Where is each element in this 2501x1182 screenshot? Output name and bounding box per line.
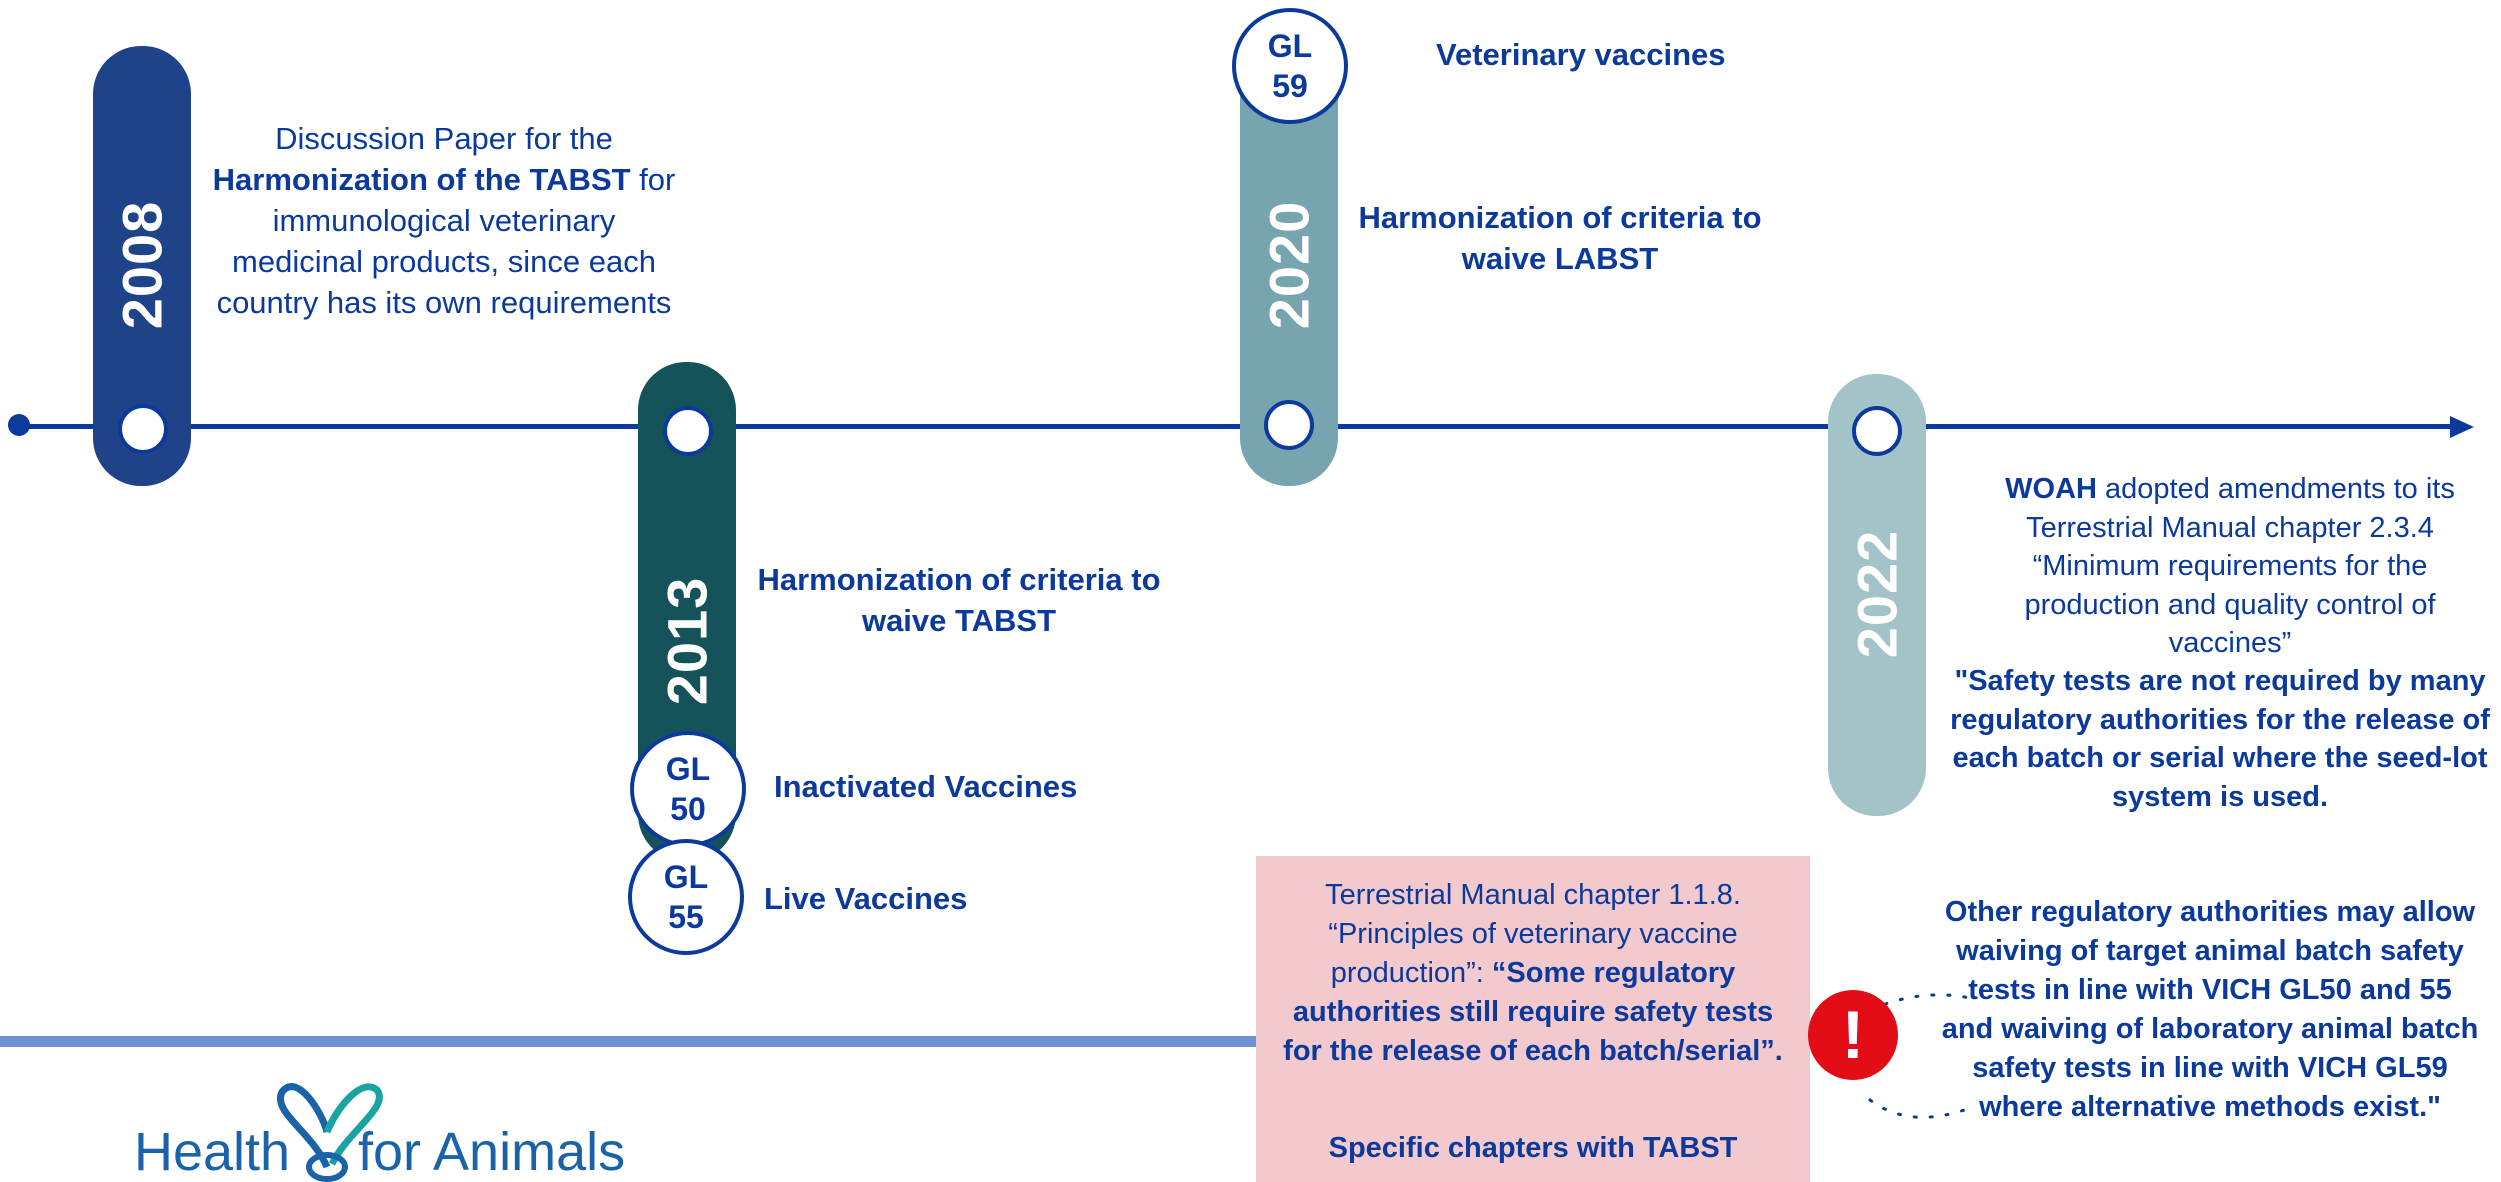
exclamation-icon: ! xyxy=(1808,990,1898,1080)
timeline-start-dot xyxy=(8,414,30,436)
manual-line-3: production”: “Some regulatory xyxy=(1266,954,1800,993)
event-2008-text-bold: Harmonization of the TABST xyxy=(212,162,631,197)
event-2022-woah: WOAH xyxy=(2005,473,2097,505)
gl-59-number: 59 xyxy=(1272,68,1308,104)
gl-50-prefix: GL xyxy=(665,751,711,787)
event-2022-text: WOAH adopted amendments to its Terrestri… xyxy=(1980,470,2480,663)
manual-line-3-bold: “Some regulatory xyxy=(1491,957,1736,989)
gl-59-label: Veterinary vaccines xyxy=(1436,37,1726,72)
terrestrial-manual-box xyxy=(1256,856,1810,1182)
alert-connector xyxy=(1868,993,1972,1119)
event-2008-text: Discussion Paper for the Harmonization o… xyxy=(210,118,678,323)
gl-50-number: 50 xyxy=(670,791,706,827)
gl-55-badge: GL 55 xyxy=(628,839,744,955)
year-label-2022: 2022 xyxy=(1845,529,1909,659)
logo-text-for-animals: for Animals xyxy=(358,1122,626,1182)
manual-box-text: Terrestrial Manual chapter 1.1.8. “Princ… xyxy=(1266,876,1800,1071)
manual-box-footer: Specific chapters with TABST xyxy=(1328,1132,1738,1164)
timeline-line xyxy=(18,424,2458,429)
timeline-arrow-icon xyxy=(2450,416,2474,438)
alert-text: Other regulatory authorities may allow w… xyxy=(1941,896,2479,1123)
gl-50-badge: GL 50 xyxy=(630,731,746,847)
butterfly-logo-icon xyxy=(276,1083,383,1182)
timeline-node-2020 xyxy=(1264,400,1314,450)
manual-line-3-plain: production”: xyxy=(1330,957,1492,989)
year-label-2008: 2008 xyxy=(110,200,174,330)
manual-line-2: “Principles of veterinary vaccine xyxy=(1328,918,1738,950)
manual-line-1: Terrestrial Manual chapter 1.1.8. xyxy=(1325,879,1741,911)
section-divider xyxy=(0,1036,1256,1047)
gl-50-label: Inactivated Vaccines xyxy=(774,769,1078,804)
gl-59-prefix: GL xyxy=(1267,28,1313,64)
event-2008-text-pre: Discussion Paper for the xyxy=(275,121,613,156)
year-label-2020: 2020 xyxy=(1257,200,1321,330)
event-2013-title: Harmonization of criteria to waive TABST xyxy=(757,562,1161,638)
event-2022-quote: "Safety tests are not required by many r… xyxy=(1950,665,2490,813)
event-2022-body: adopted amendments to its Terrestrial Ma… xyxy=(2024,473,2455,659)
event-2020-title: Harmonization of criteria to waive LABST xyxy=(1358,200,1762,276)
timeline-node-2022 xyxy=(1852,406,1902,456)
gl-55-label: Live Vaccines xyxy=(764,881,968,916)
manual-bold-rest: authorities still require safety tests f… xyxy=(1283,996,1783,1067)
timeline-node-2013 xyxy=(663,406,713,456)
gl-55-number: 55 xyxy=(668,899,704,935)
year-label-2013: 2013 xyxy=(655,576,719,706)
gl-55-prefix: GL xyxy=(663,859,709,895)
event-2008-text-post: for immunological veterinary medicinal p… xyxy=(216,162,676,320)
gl-59-badge: GL 59 xyxy=(1232,8,1348,124)
healthforanimals-logo: Health for Animals xyxy=(132,1072,652,1182)
logo-text-health: Health xyxy=(134,1122,291,1182)
timeline-node-2008 xyxy=(118,404,168,454)
